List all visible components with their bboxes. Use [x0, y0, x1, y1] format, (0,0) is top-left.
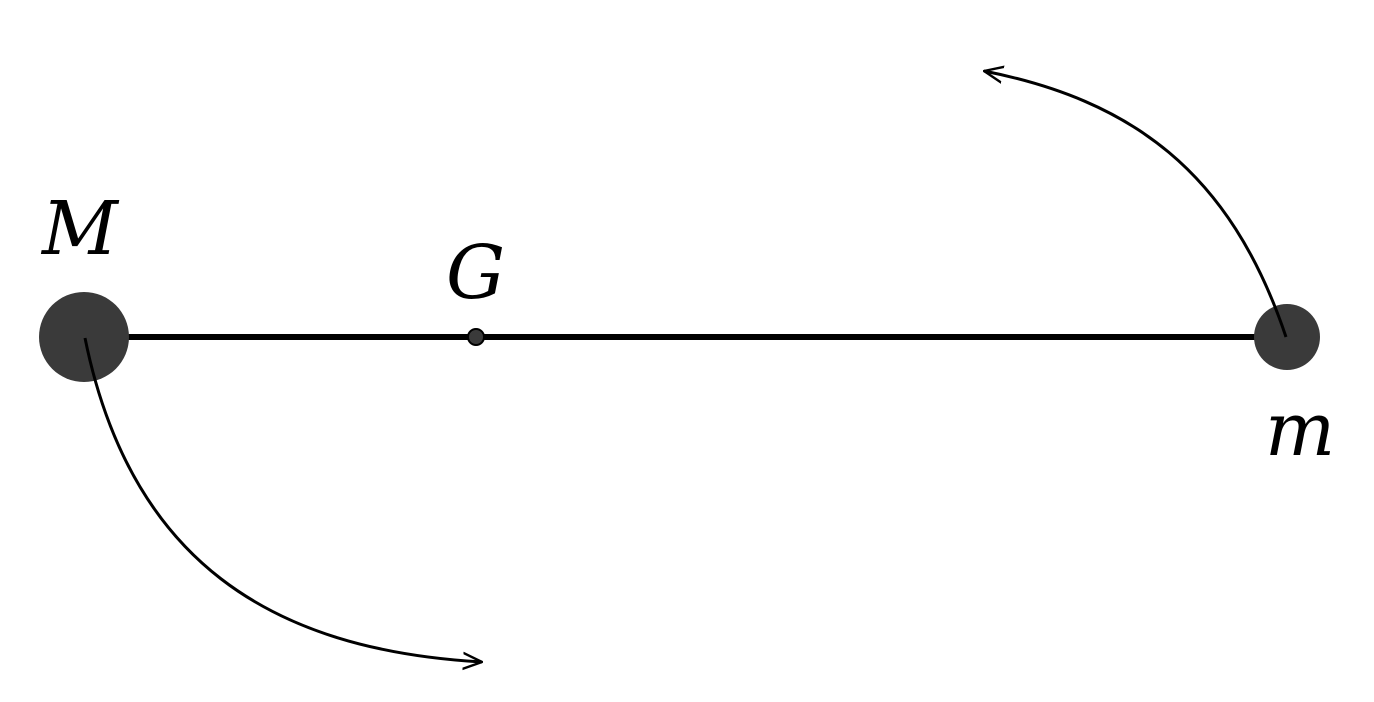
center-of-mass-point	[467, 328, 485, 346]
small-mass-label: m	[1265, 387, 1335, 473]
large-mass-label: M	[40, 186, 120, 272]
small-mass-motion-arrow	[984, 71, 1288, 338]
large-mass-body	[39, 292, 129, 382]
large-mass-motion-arrow	[83, 337, 482, 662]
center-of-mass-label: G	[446, 230, 505, 316]
small-mass-body	[1254, 304, 1320, 370]
